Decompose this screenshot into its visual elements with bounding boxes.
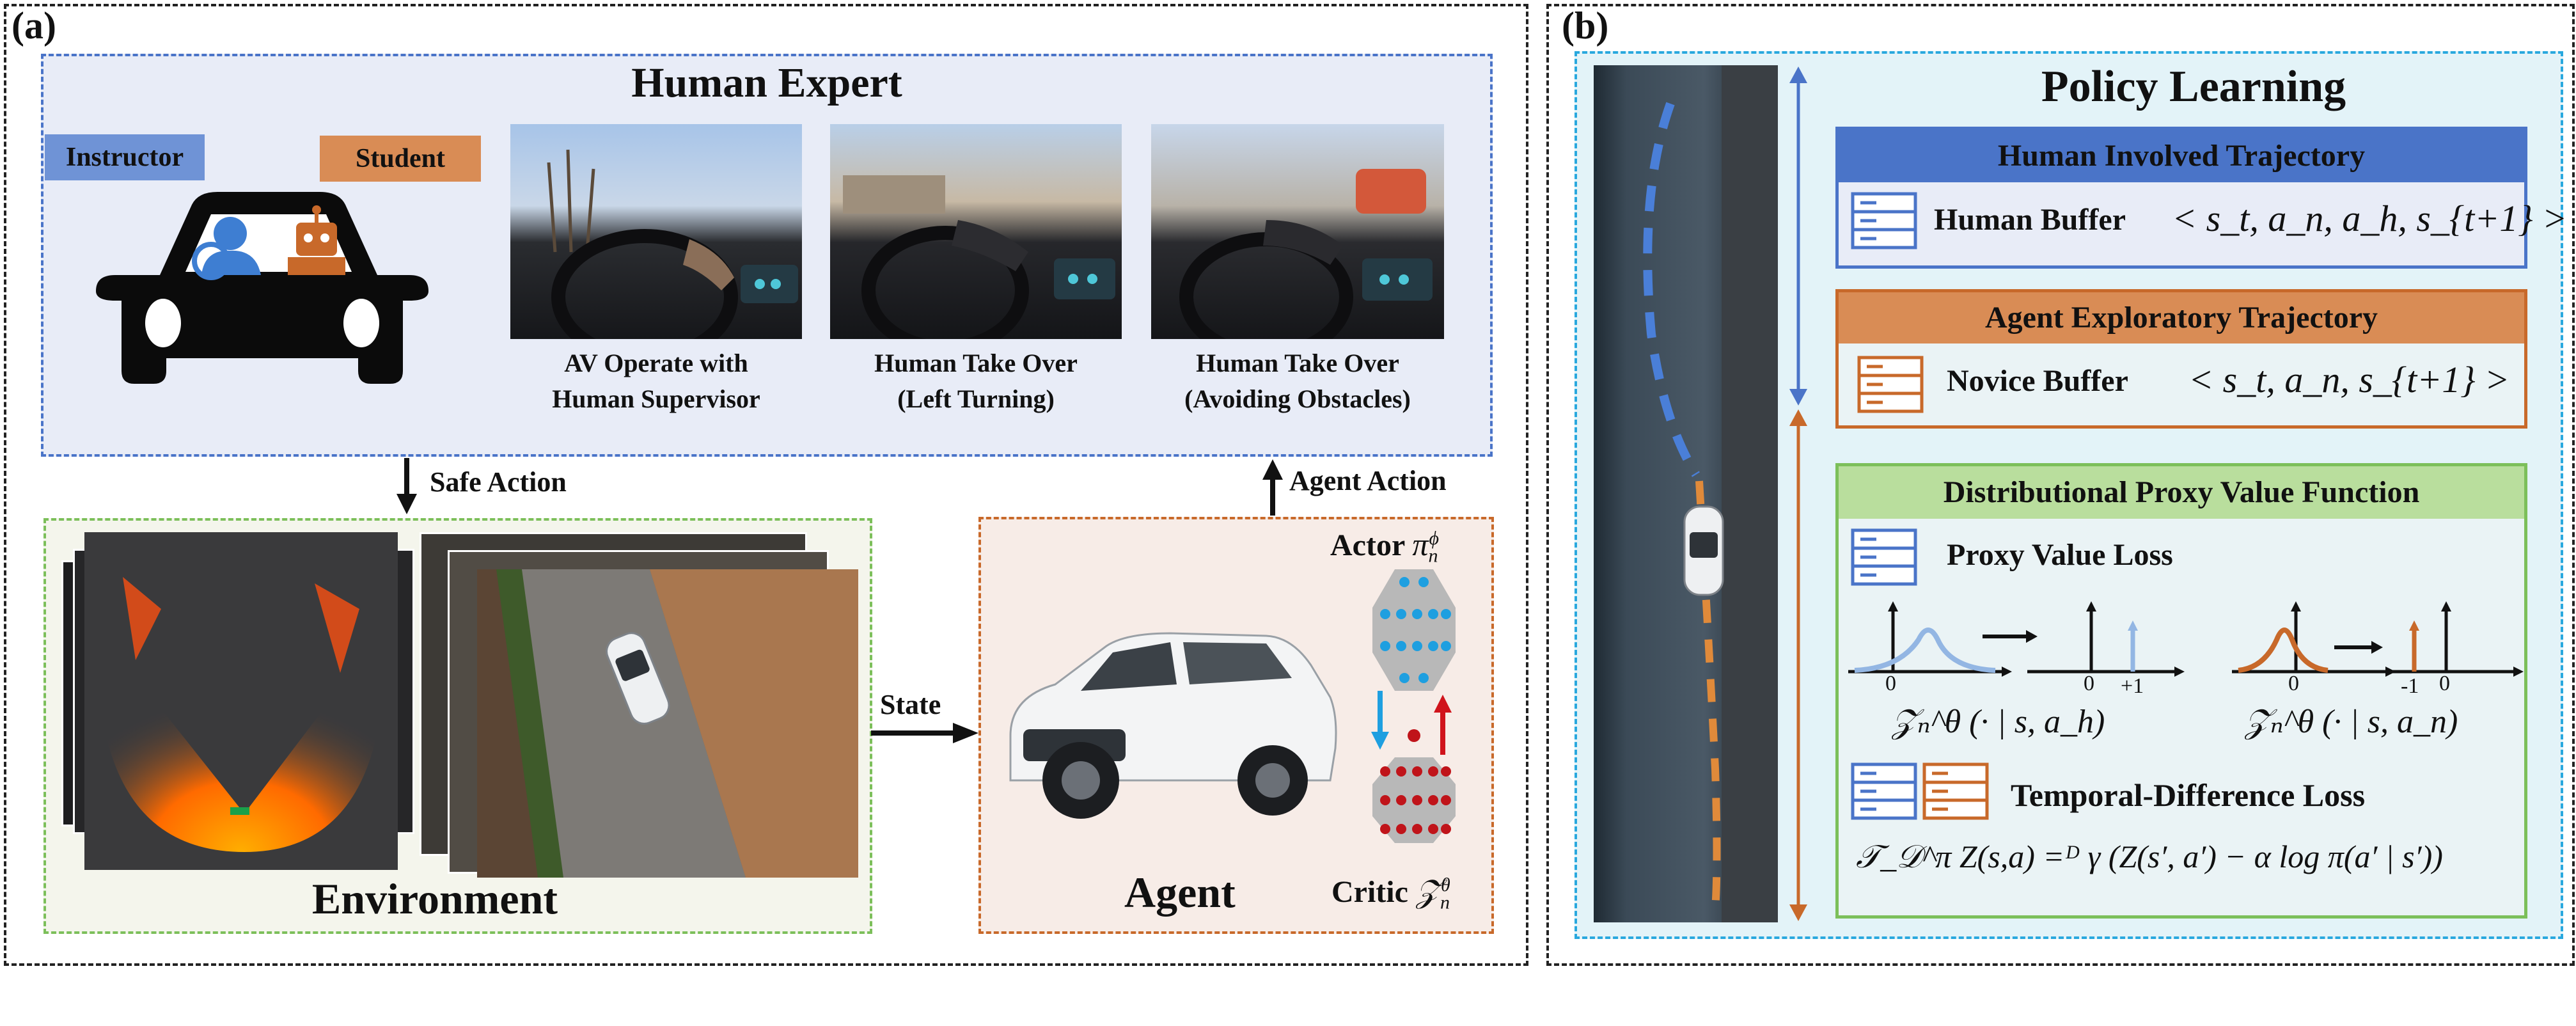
critic-network-icon	[1372, 757, 1456, 843]
photo-left-turning	[830, 124, 1122, 339]
human-trajectory-header: Human Involved Trajectory	[1839, 130, 2524, 182]
student-tag: Student	[320, 136, 481, 182]
environment-label: Environment	[311, 874, 558, 923]
td-formula: 𝒯_𝒟^π Z(s,a) =ᴰ γ (Z(s′, a′) − α log π(a…	[1856, 839, 2443, 874]
safe-action-label: Safe Action	[430, 466, 567, 498]
photo-avoiding-obstacles	[1151, 124, 1444, 339]
panel-a	[4, 4, 1528, 966]
panel-b-label: (b)	[1562, 4, 1609, 47]
agent-label: Agent	[1124, 868, 1236, 917]
human-dist-plot	[1848, 601, 2012, 677]
distribution-plots	[1848, 601, 2524, 677]
caption-left-turning: Human Take Over (Left Turning)	[874, 349, 1078, 413]
agent-dist-plot	[2232, 601, 2396, 677]
tick-zero-1: 0	[1885, 672, 1896, 695]
caption-avoiding-obstacles: Human Take Over (Avoiding Obstacles)	[1184, 349, 1411, 413]
agent-dist-formula: 𝒵ₙ^θ (· | s, a_n)	[2245, 704, 2458, 740]
td-buffer-icon	[1851, 762, 1989, 820]
actor-network-icon	[1372, 569, 1456, 691]
dpvf-header: Distributional Proxy Value Function	[1839, 466, 2524, 519]
human-expert-title: Human Expert	[631, 59, 902, 106]
tick-zero-4: 0	[2439, 672, 2450, 695]
actor-label: Actor πnϕ	[1330, 526, 1439, 567]
tick-plus-one: +1	[2121, 674, 2144, 698]
human-span-arrow-icon	[1789, 67, 1807, 406]
state-arrow-icon	[871, 723, 978, 743]
caption-supervisor: AV Operate with Human Supervisor	[552, 349, 760, 413]
human-dist-formula: 𝒵ₙ^θ (· | s, a_h)	[1892, 704, 2105, 740]
car-icon	[96, 192, 428, 384]
tick-zero-2: 0	[2084, 672, 2094, 695]
shift-arrow-1-icon	[1983, 630, 2038, 643]
critic-to-actor-arrows-icon	[1371, 691, 1452, 755]
lidar-frame	[84, 532, 398, 870]
agent-car-image	[1009, 632, 1337, 819]
instructor-head-icon	[214, 217, 247, 250]
critic-symbol: 𝒵	[1415, 873, 1440, 909]
agent-action-arrow-icon	[1262, 459, 1283, 516]
td-loss-label: Temporal-Difference Loss	[2011, 777, 2366, 813]
agent-target-plot	[2379, 601, 2524, 677]
human-buffer-label: Human Buffer	[1934, 203, 2126, 237]
novice-buffer-label: Novice Buffer	[1947, 364, 2128, 398]
proxy-value-loss-label: Proxy Value Loss	[1947, 538, 2173, 572]
agent-span-arrow-icon	[1789, 409, 1807, 921]
novice-buffer-tuple: < s_t, a_n, s_{t+1} >	[2188, 359, 2510, 400]
actor-symbol: π	[1412, 526, 1429, 562]
tick-zero-3: 0	[2288, 672, 2299, 695]
panel-b	[1546, 4, 2575, 966]
dpvf-box	[1835, 463, 2527, 919]
aerial-road-image	[1594, 65, 1778, 922]
tick-minus-one: -1	[2401, 674, 2419, 698]
safe-action-arrow-icon	[397, 458, 417, 514]
agent-trajectory-header: Agent Exploratory Trajectory	[1839, 292, 2524, 343]
state-label: State	[880, 689, 941, 720]
photo-supervisor	[510, 124, 802, 339]
critic-label: Critic 𝒵nθ	[1331, 873, 1450, 913]
human-buffer-icon	[1851, 192, 1917, 249]
instructor-tag: Instructor	[45, 134, 205, 180]
policy-learning-title: Policy Learning	[2041, 62, 2346, 111]
shift-arrow-2-icon	[2334, 641, 2383, 654]
human-buffer-tuple: < s_t, a_n, a_h, s_{t+1} >	[2172, 198, 2568, 239]
human-target-plot	[2027, 601, 2185, 677]
novice-buffer-icon	[1857, 356, 1924, 413]
drone-frame	[477, 569, 858, 878]
student-robot-icon	[296, 223, 337, 256]
agent-action-label: Agent Action	[1289, 465, 1447, 496]
panel-a-label: (a)	[12, 4, 56, 47]
proxy-buffer-icon	[1851, 528, 1917, 586]
